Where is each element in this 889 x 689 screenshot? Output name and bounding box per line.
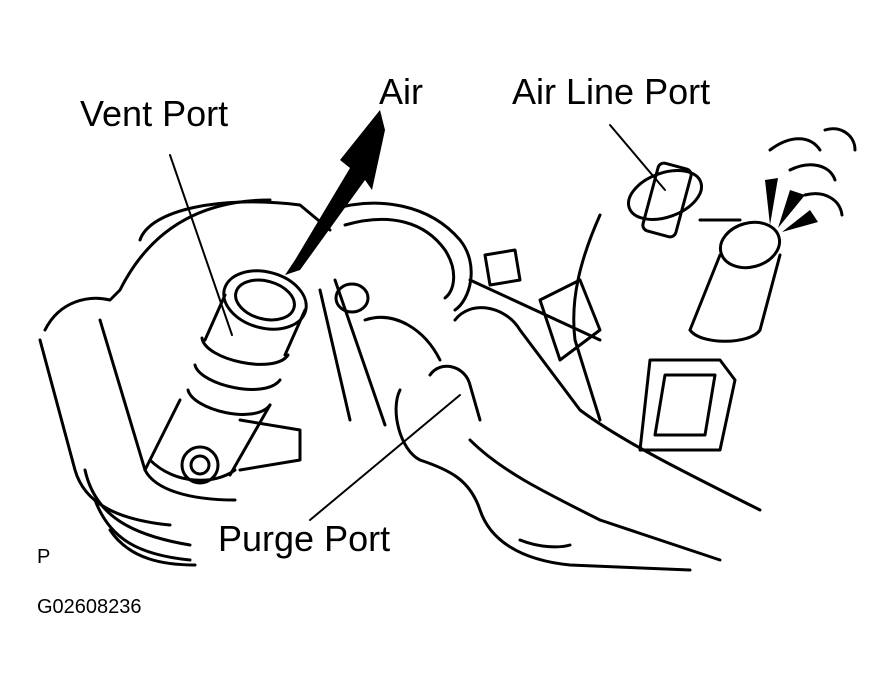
- vent-port-label: Vent Port: [80, 93, 229, 134]
- bolt-head: [180, 445, 220, 485]
- hand: [394, 306, 762, 572]
- air-line-port-label: Air Line Port: [512, 71, 711, 112]
- purge-port-label: Purge Port: [218, 518, 391, 559]
- vent-port-pipe: [143, 269, 308, 482]
- air-arrow: [285, 110, 385, 275]
- figure-code: G02608236: [37, 596, 142, 618]
- air-label: Air: [379, 71, 423, 112]
- air-line-port-leader: [609, 124, 666, 191]
- marker-label: P: [37, 546, 51, 568]
- air-line-port-housing: [468, 161, 782, 452]
- leader-lines: [169, 124, 666, 521]
- air-puff-lines: [768, 127, 857, 217]
- vent-port-leader: [169, 154, 233, 336]
- air-spray-marks: [765, 178, 818, 232]
- vapor-tube: [318, 201, 473, 427]
- canister-body: [38, 198, 332, 567]
- purge-port-leader: [309, 394, 461, 521]
